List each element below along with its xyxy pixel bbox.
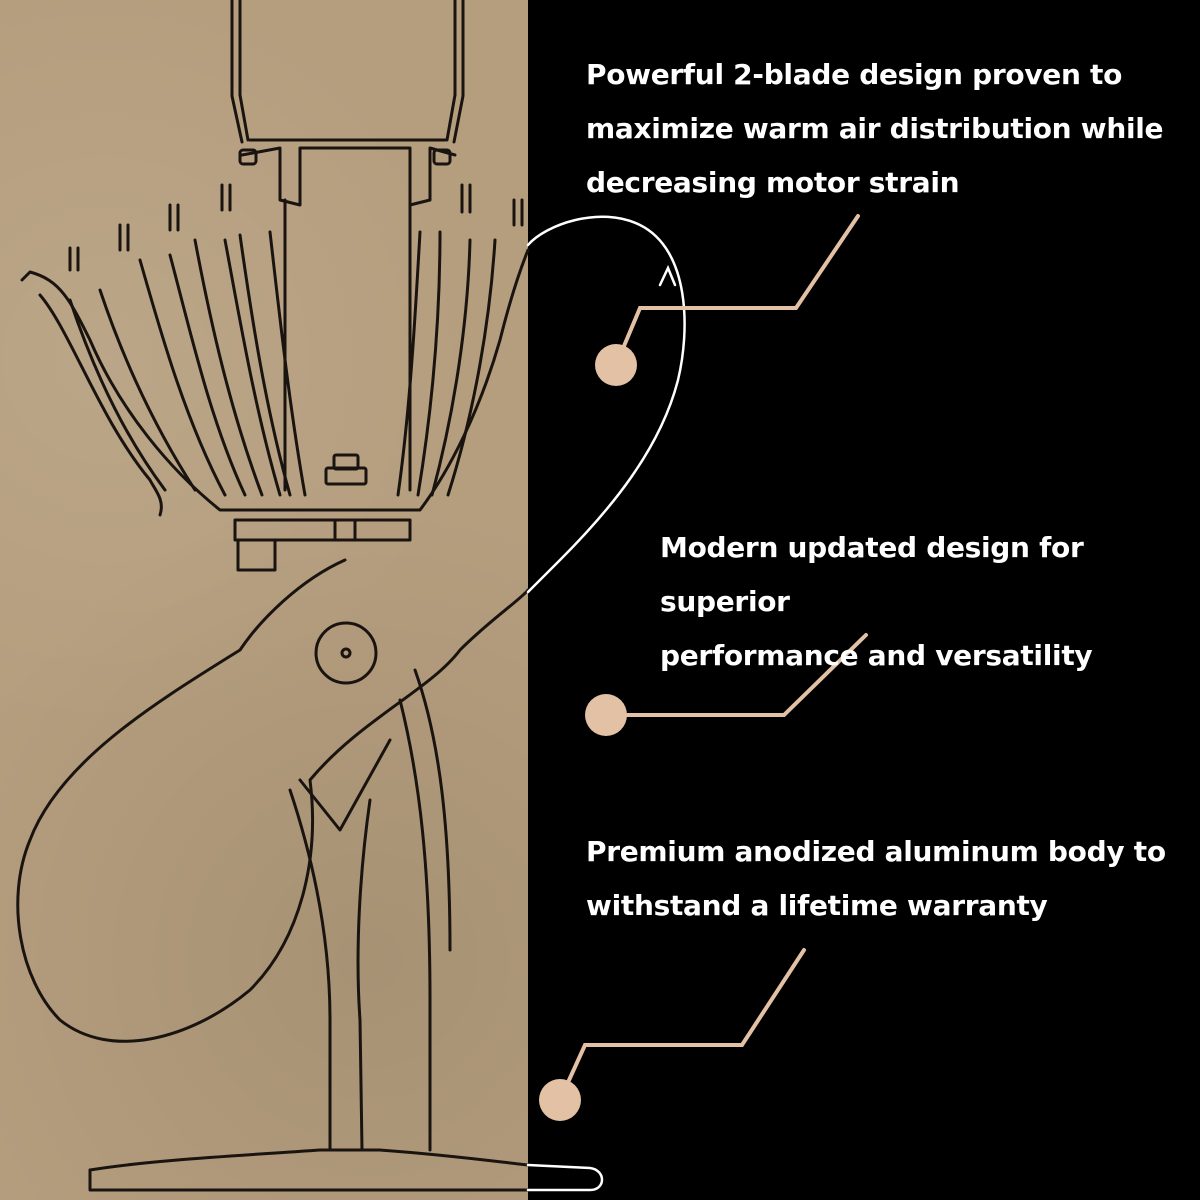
callout-1-dot — [595, 344, 637, 386]
black-panel — [528, 0, 1200, 1200]
callout-3-dot — [539, 1079, 581, 1121]
callout-1 — [614, 214, 860, 367]
fan-outline-light — [526, 215, 686, 1192]
callout-3 — [558, 948, 806, 1102]
kraft-paper-panel — [0, 0, 528, 1200]
feature-text-modern-design: Modern updated design for superior perfo… — [660, 531, 1093, 672]
fan-outline-dark — [16, 0, 530, 1192]
feature-text-aluminum-body: Premium anodized aluminum body to withst… — [586, 835, 1166, 922]
callout-2 — [604, 633, 868, 717]
callout-2-dot — [585, 694, 627, 736]
feature-text-blade-design: Powerful 2-blade design proven to maximi… — [586, 58, 1164, 199]
